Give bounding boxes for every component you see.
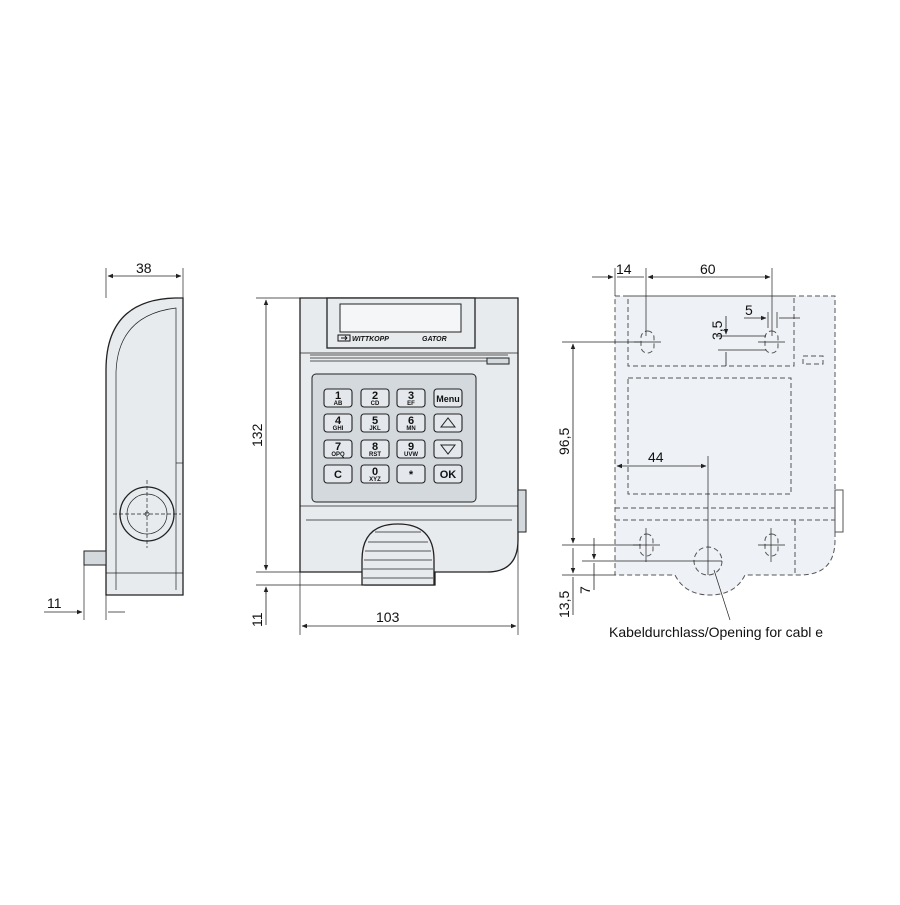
key-sublabel: CD xyxy=(371,401,380,407)
key-sublabel: UVW xyxy=(404,452,418,458)
side-view xyxy=(83,297,184,596)
side-view-tab xyxy=(83,550,107,566)
key-sublabel: XYZ xyxy=(369,477,381,483)
key-label: 4 xyxy=(335,415,342,427)
key-label: 1 xyxy=(335,390,341,402)
key-down-button[interactable] xyxy=(433,439,463,459)
dim-bottom-offset-2: 7 xyxy=(577,586,593,594)
dim-front-offset: 11 xyxy=(249,612,265,627)
lcd-screen xyxy=(339,303,462,333)
status-led xyxy=(486,357,510,365)
dim-front-height: 132 xyxy=(249,423,265,447)
key-up-button[interactable] xyxy=(433,413,463,433)
dim-back-height: 96,5 xyxy=(556,428,572,455)
dim-slot-height: 3,5 xyxy=(709,320,725,340)
side-view-body xyxy=(105,297,184,596)
key-star-button[interactable]: * xyxy=(396,464,426,484)
key-6-button[interactable]: 6MN xyxy=(396,413,426,433)
back-view-outline xyxy=(614,295,836,596)
dial-knob xyxy=(361,523,435,586)
key-label: 2 xyxy=(372,390,378,402)
key-2-button[interactable]: 2CD xyxy=(360,388,390,408)
dim-side-width: 38 xyxy=(136,260,152,276)
key-1-button[interactable]: 1AB xyxy=(323,388,353,408)
key-3-button[interactable]: 3EF xyxy=(396,388,426,408)
key-label: 9 xyxy=(408,441,414,453)
side-dimensions: 38 11 xyxy=(44,260,184,620)
key-label: * xyxy=(409,469,414,481)
brand-label: WITTKOPP xyxy=(352,336,389,343)
wittkopp-logo-icon xyxy=(337,334,351,342)
key-sublabel: JKL xyxy=(369,426,381,432)
key-menu-button[interactable]: Menu xyxy=(433,388,463,408)
dim-bottom-offset-1: 13,5 xyxy=(556,591,572,618)
key-sublabel: GHI xyxy=(333,426,344,432)
key-clear-button[interactable]: C xyxy=(323,464,353,484)
back-view xyxy=(614,295,844,596)
dim-front-width: 103 xyxy=(376,609,400,625)
key-ok-button[interactable]: OK xyxy=(433,464,463,484)
back-dimensions: 14 60 5 3,5 96,5 44 13,5 7 xyxy=(556,261,800,621)
key-sublabel: AB xyxy=(334,401,343,407)
dim-back-edge-offset: 14 xyxy=(616,261,632,277)
mount-slot-bottom-right xyxy=(758,528,785,562)
key-label: 0 xyxy=(372,466,378,478)
key-sublabel: OPQ xyxy=(331,452,345,458)
key-label: 8 xyxy=(372,441,378,453)
front-dimensions: 132 11 103 xyxy=(249,297,519,635)
key-label: 7 xyxy=(335,441,341,453)
dim-cable-offset-x: 44 xyxy=(648,449,664,465)
model-label: GATOR xyxy=(422,336,447,343)
mount-slot-top-right xyxy=(758,330,785,354)
key-label: Menu xyxy=(436,394,460,404)
arrow-up-icon xyxy=(439,417,457,428)
key-label: C xyxy=(334,469,342,481)
key-label: 3 xyxy=(408,390,414,402)
key-sublabel: MN xyxy=(406,426,415,432)
key-label: 5 xyxy=(372,415,378,427)
key-sublabel: RST xyxy=(369,452,381,458)
dim-slot-width: 5 xyxy=(745,302,753,318)
key-label: OK xyxy=(440,469,457,481)
dim-side-offset: 11 xyxy=(47,595,62,611)
key-label: 6 xyxy=(408,415,414,427)
cable-opening-label: Kabeldurchlass/Opening for cabl e xyxy=(609,624,823,640)
arrow-down-icon xyxy=(439,444,457,455)
dim-back-hole-spacing: 60 xyxy=(700,261,716,277)
key-sublabel: EF xyxy=(407,401,415,407)
